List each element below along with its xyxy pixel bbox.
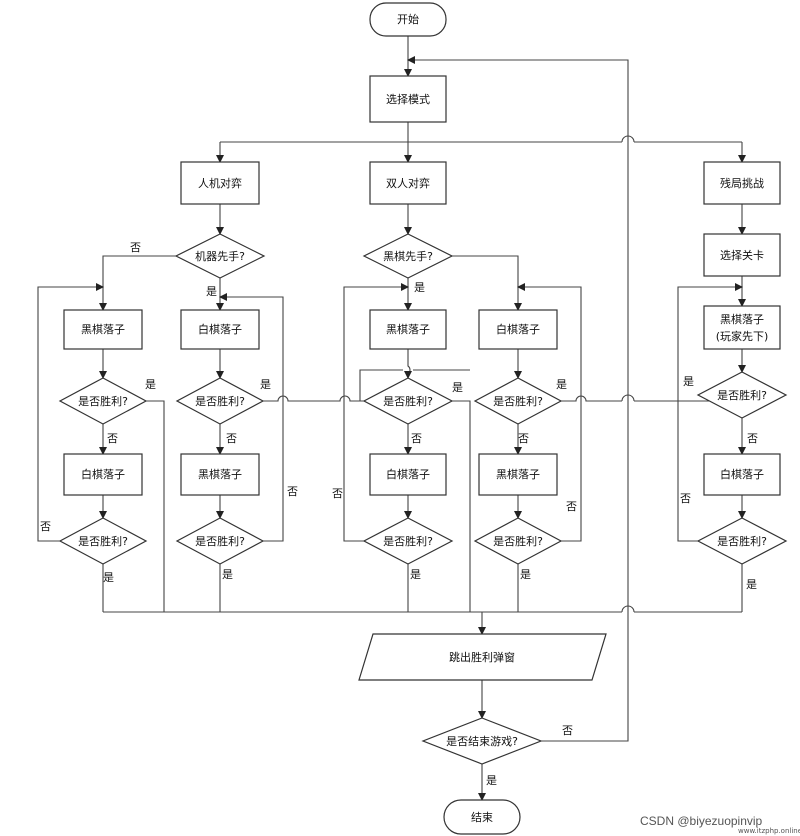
label-yes-c2-w2: 是	[222, 568, 233, 581]
c4-black-move-label: 黑棋落子	[496, 467, 540, 481]
label-yes-c4-w1: 是	[556, 378, 567, 391]
label-no-c1-w1: 否	[107, 432, 118, 445]
c3-white-move-box	[369, 453, 447, 496]
c1-win-check-1	[58, 377, 148, 425]
c1-white-move-box	[63, 453, 143, 496]
label-no-end-game: 否	[562, 724, 573, 737]
label-no-c2-w1: 否	[226, 432, 237, 445]
c3-win-check-1-label: 是否胜利?	[383, 394, 433, 408]
label-yes-c2-w1: 是	[260, 378, 271, 391]
victory-popup-label: 跳出胜利弹窗	[449, 650, 515, 664]
c1-black-move-label: 黑棋落子	[81, 322, 125, 336]
c1-white-move-label: 白棋落子	[81, 467, 125, 481]
c4-white-move-box	[478, 309, 558, 350]
c5-black-move-box	[703, 305, 781, 350]
c5-win-check-2	[696, 517, 788, 565]
label-yes-c4-w2: 是	[520, 568, 531, 581]
label-no-c1-w2: 否	[40, 520, 51, 533]
select-level-label: 选择关卡	[720, 248, 764, 262]
black-first-decision	[362, 233, 454, 279]
start-label: 开始	[397, 12, 419, 26]
start-terminal	[369, 2, 447, 37]
label-yes-c3-w1: 是	[452, 381, 463, 394]
c5-black-move-label: 黑棋落子	[720, 312, 764, 326]
pve-box	[180, 161, 260, 205]
label-no-c2-w2: 否	[287, 485, 298, 498]
c5-white-move-box	[703, 453, 781, 496]
label-yes-c5-w1: 是	[683, 375, 694, 388]
c3-black-move-box	[369, 309, 447, 350]
label-no-c3-w2: 否	[332, 487, 343, 500]
c3-black-move-label: 黑棋落子	[386, 322, 430, 336]
c5-black-move-sub: (玩家先下)	[716, 329, 769, 343]
c3-win-check-2	[362, 517, 454, 565]
c3-win-check-1	[362, 377, 454, 425]
watermark-site: www.itzphp.online	[738, 827, 800, 835]
c4-white-move-label: 白棋落子	[496, 322, 540, 336]
c2-win-check-1-label: 是否胜利?	[195, 394, 245, 408]
black-first-label: 黑棋先手?	[383, 249, 433, 263]
label-no-c4-w1: 否	[518, 432, 529, 445]
select-level-box	[703, 233, 781, 277]
c4-win-check-1	[473, 377, 563, 425]
label-no-c5-w1: 否	[747, 432, 758, 445]
c5-win-check-1-label: 是否胜利?	[717, 388, 767, 402]
victory-popup-io	[358, 633, 607, 681]
label-no-ai-first: 否	[130, 241, 141, 254]
select-mode-box	[369, 75, 447, 123]
end-terminal	[443, 799, 521, 835]
c2-black-move-label: 黑棋落子	[198, 467, 242, 481]
c4-black-move-box	[478, 453, 558, 496]
c1-win-check-1-label: 是否胜利?	[78, 394, 128, 408]
edge-labels: 否 是 是 是 否 否 是 是 否 否 是 是 否 否 是 是 否 否 是 是 …	[40, 241, 758, 787]
c5-win-check-2-label: 是否胜利?	[717, 534, 767, 548]
label-yes-black-first: 是	[414, 281, 425, 294]
c2-win-check-1	[175, 377, 265, 425]
pvp-label: 双人对弈	[386, 176, 430, 190]
ai-first-label: 机器先手?	[195, 249, 245, 263]
label-yes-c5-w2: 是	[746, 578, 757, 591]
c2-black-move-box	[180, 453, 260, 496]
c5-win-check-1	[696, 371, 788, 419]
label-no-c4-w2: 否	[566, 500, 577, 513]
label-no-c5-w2: 否	[680, 492, 691, 505]
label-yes-ai-first: 是	[206, 285, 217, 298]
endgame-box	[703, 161, 781, 205]
c4-win-check-2-label: 是否胜利?	[493, 534, 543, 548]
c4-win-check-2	[473, 517, 563, 565]
c1-win-check-2-label: 是否胜利?	[78, 534, 128, 548]
label-yes-c1-w1: 是	[145, 378, 156, 391]
label-yes-c1-w2: 是	[103, 571, 114, 584]
c2-win-check-2	[175, 517, 265, 565]
endgame-label: 残局挑战	[720, 176, 764, 190]
end-game-label: 是否结束游戏?	[446, 735, 518, 748]
label-yes-c3-w2: 是	[410, 568, 421, 581]
pve-label: 人机对弈	[198, 176, 242, 190]
c5-white-move-label: 白棋落子	[720, 467, 764, 481]
c2-white-move-box	[180, 309, 260, 350]
ai-first-decision	[174, 233, 266, 279]
c2-win-check-2-label: 是否胜利?	[195, 534, 245, 548]
c1-black-move-box	[63, 309, 143, 350]
c3-win-check-2-label: 是否胜利?	[383, 534, 433, 548]
end-label: 结束	[471, 811, 493, 824]
watermark-text: CSDN @biyezuopinvip	[640, 814, 763, 828]
end-game-decision	[421, 717, 543, 765]
label-no-c3-w1: 否	[411, 432, 422, 445]
select-mode-label: 选择模式	[386, 92, 430, 106]
pvp-box	[369, 161, 447, 205]
c2-white-move-label: 白棋落子	[198, 322, 242, 336]
c3-white-move-label: 白棋落子	[386, 467, 430, 481]
connectors	[37, 36, 746, 801]
c1-win-check-2	[58, 517, 148, 565]
c4-win-check-1-label: 是否胜利?	[493, 394, 543, 408]
label-yes-end-game: 是	[486, 774, 497, 787]
